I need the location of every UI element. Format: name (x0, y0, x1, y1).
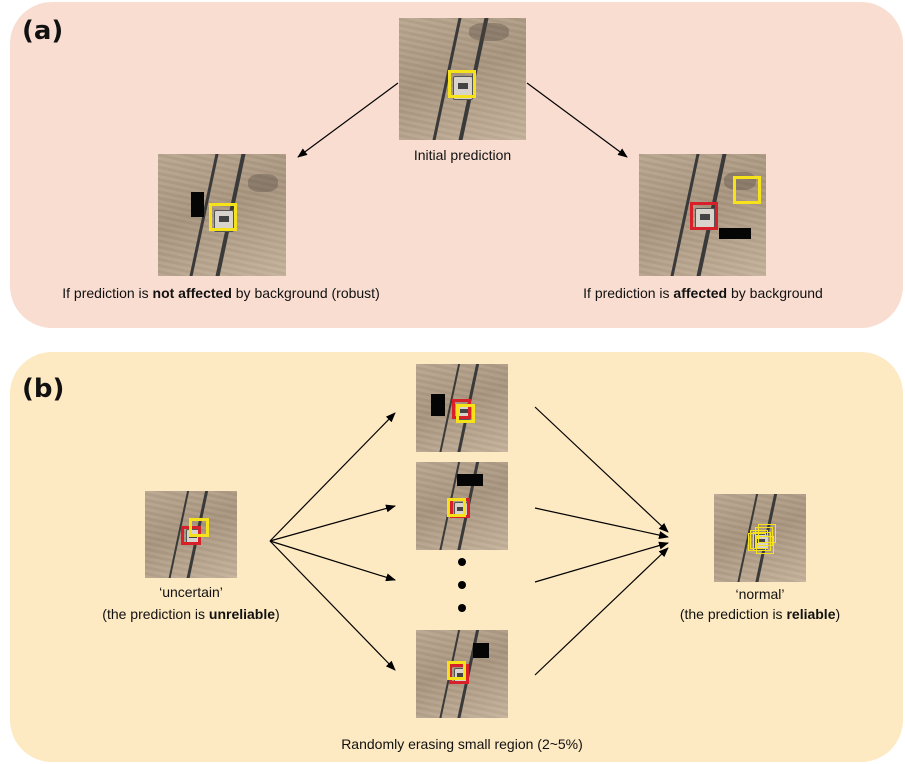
arrow-a-right (526, 82, 628, 158)
panel-b-label: (b) (22, 374, 65, 404)
arrow-b-3 (269, 540, 396, 582)
affected-example-image (639, 154, 766, 276)
panel-a-label: (a) (22, 16, 64, 46)
normal-label: ‘normal’ (735, 586, 785, 602)
arrow-a-left (297, 82, 399, 158)
affected-caption: If prediction is affected by background (583, 285, 823, 301)
ellipsis-dot-2 (458, 581, 466, 589)
robust-example-image (158, 154, 286, 276)
arrow-b-7 (534, 541, 669, 583)
arrow-b-8 (534, 547, 669, 676)
unreliable-caption: (the prediction is unreliable) (102, 606, 280, 622)
arrow-b-5 (534, 406, 669, 533)
normal-image (714, 494, 806, 582)
ellipsis-dot-3 (458, 604, 466, 612)
erased-sample-2-image (416, 462, 508, 550)
arrow-b-2 (269, 504, 396, 542)
initial-prediction-image (399, 18, 526, 140)
erased-sample-1-image (416, 364, 508, 452)
robust-caption: If prediction is not affected by backgro… (62, 285, 380, 301)
initial-prediction-caption: Initial prediction (413, 147, 512, 163)
reliable-caption: (the prediction is reliable) (679, 606, 841, 622)
uncertain-image (145, 491, 237, 578)
arrow-b-6 (534, 507, 669, 539)
arrow-b-4 (269, 540, 396, 671)
uncertain-label: ‘uncertain’ (159, 584, 223, 600)
random-erasing-caption: Randomly erasing small region (2~5%) (341, 736, 583, 752)
ellipsis-dot-1 (458, 558, 466, 566)
arrow-b-1 (269, 412, 396, 542)
erased-sample-n-image (416, 630, 508, 718)
